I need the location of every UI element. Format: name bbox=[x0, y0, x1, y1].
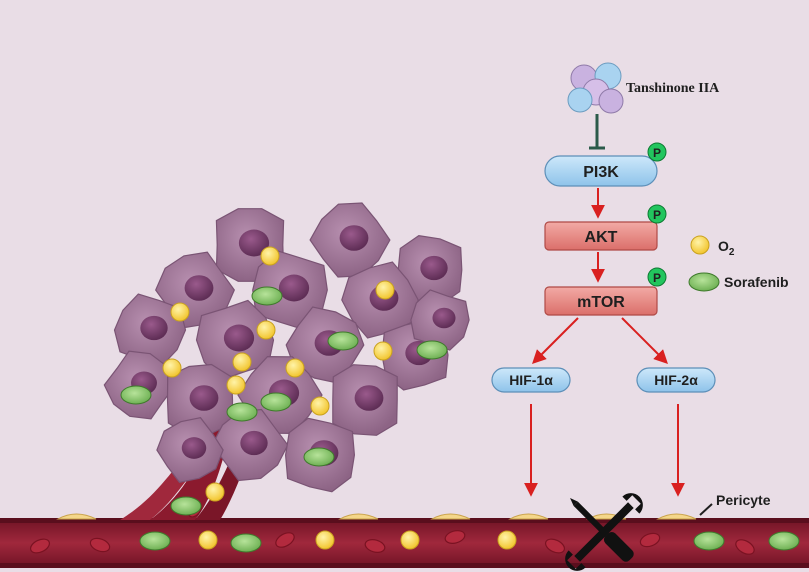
pi3k-phospho-label: P bbox=[653, 146, 661, 160]
hif2-label: HIF-2α bbox=[654, 372, 698, 388]
arrow-mtor-hif1 bbox=[532, 317, 579, 364]
tumor-cell-nucleus bbox=[278, 274, 310, 302]
tanshinone-molecule-icon bbox=[567, 62, 624, 114]
mtor-box bbox=[544, 286, 658, 316]
akt-phospho-badge bbox=[647, 204, 667, 224]
o2-molecule bbox=[373, 341, 393, 361]
mtor-label: mTOR bbox=[577, 294, 625, 311]
arrow-mtor-hif2 bbox=[621, 317, 668, 364]
o2-molecule bbox=[162, 358, 182, 378]
o2-molecule bbox=[260, 246, 280, 266]
tumor-cell-nucleus bbox=[420, 255, 448, 281]
tumor-cell-nucleus bbox=[238, 229, 270, 257]
hif1-label: HIF-1α bbox=[509, 372, 553, 388]
mtor-phospho-label: P bbox=[653, 271, 661, 285]
akt-label: AKT bbox=[585, 229, 618, 246]
o2-molecule bbox=[400, 530, 420, 550]
o2-molecule bbox=[232, 352, 252, 372]
hif2-box bbox=[636, 367, 716, 393]
red-blood-cells bbox=[29, 502, 755, 555]
mtor-phospho-badge bbox=[647, 267, 667, 287]
tumor-mass bbox=[103, 202, 470, 493]
tumor-cell-nucleus bbox=[189, 385, 219, 411]
pericyte-label: Pericyte bbox=[716, 492, 771, 508]
o2-molecule bbox=[497, 530, 517, 550]
sorafenib-particle bbox=[251, 286, 283, 306]
akt-phospho-label: P bbox=[653, 208, 661, 222]
sorafenib-particle bbox=[693, 531, 725, 551]
tumor-cell-nucleus bbox=[240, 430, 268, 456]
o2-molecule bbox=[310, 396, 330, 416]
tanshinone-label: Tanshinone IIA bbox=[626, 81, 720, 96]
o2-molecule bbox=[315, 530, 335, 550]
blood-vessel bbox=[0, 415, 809, 568]
tumor-cell-nucleus bbox=[432, 307, 456, 329]
o2-molecule bbox=[375, 280, 395, 300]
o2-molecule bbox=[170, 302, 190, 322]
tumor-cell-nucleus bbox=[140, 315, 168, 341]
wrench-screwdriver-icon bbox=[565, 493, 643, 571]
vessel-particles bbox=[139, 482, 800, 553]
sorafenib-particle bbox=[139, 531, 171, 551]
pi3k-label: PI3K bbox=[583, 164, 619, 181]
legend-o2-label: O2 bbox=[718, 238, 735, 258]
tumor-cell-nucleus bbox=[181, 437, 207, 459]
sorafenib-particle bbox=[120, 385, 152, 405]
sorafenib-particle bbox=[170, 496, 202, 516]
tumor-cell-nucleus bbox=[339, 225, 369, 251]
pericytes bbox=[56, 513, 697, 520]
o2-molecule bbox=[205, 482, 225, 502]
legend-sorafenib-label: Sorafenib bbox=[724, 274, 789, 290]
legend-sorafenib-icon bbox=[688, 272, 720, 292]
pericyte-pointer bbox=[699, 503, 713, 516]
tumor-cell-nucleus bbox=[223, 324, 255, 352]
hif1-box bbox=[491, 367, 571, 393]
sorafenib-particle bbox=[230, 533, 262, 553]
tumor-cell-nucleus bbox=[354, 385, 384, 411]
sorafenib-particle bbox=[768, 531, 800, 551]
sorafenib-particle bbox=[303, 447, 335, 467]
sorafenib-particle bbox=[226, 402, 258, 422]
sorafenib-particle bbox=[260, 392, 292, 412]
legend-o2-icon bbox=[690, 235, 710, 255]
tumor-cell-nucleus bbox=[184, 275, 214, 301]
pi3k-phospho-badge bbox=[647, 142, 667, 162]
sorafenib-particle bbox=[416, 340, 448, 360]
akt-box bbox=[544, 221, 658, 251]
pi3k-box bbox=[544, 155, 658, 187]
o2-molecule bbox=[198, 530, 218, 550]
o2-molecule bbox=[285, 358, 305, 378]
o2-molecule bbox=[256, 320, 276, 340]
o2-molecule bbox=[226, 375, 246, 395]
sorafenib-particle bbox=[327, 331, 359, 351]
